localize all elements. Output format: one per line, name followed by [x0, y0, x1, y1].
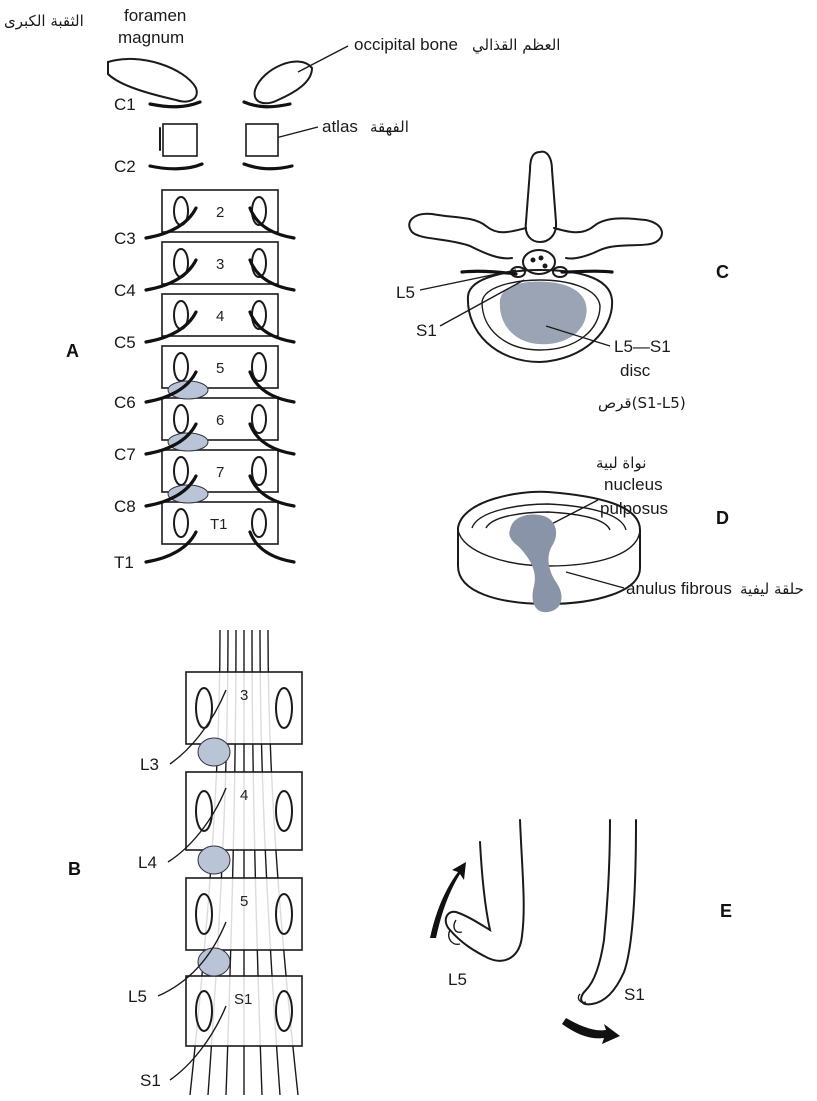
vertebra-number: 7 [216, 464, 224, 481]
nucleus-label-ar: نواة لبية [596, 454, 646, 472]
foramen-magnum-label-line2: magnum [118, 28, 184, 47]
vertebra-body [186, 672, 302, 744]
l5-root-right [562, 271, 612, 272]
vertebra-body [186, 772, 302, 850]
vertebra-number: 5 [216, 360, 224, 377]
occipital-bone-label: occipital bone [354, 35, 458, 54]
canal-root [531, 258, 536, 263]
lumbar-vertebra: S1 [186, 976, 302, 1046]
occipital-condyle-right [255, 62, 312, 104]
panel-b-letter: B [68, 859, 81, 879]
vertebra-number: 3 [240, 687, 248, 704]
vertebra-number: 2 [216, 204, 224, 221]
c2-nerve-right [244, 164, 292, 169]
nerve-label: T1 [114, 553, 134, 572]
c1-nerve-left [150, 102, 200, 107]
panel-d: D نواة لبية nucleus pulposus anulus fibr… [458, 454, 804, 612]
right-foot-outline [581, 820, 636, 1004]
disc-label-ar: قرص(S1-L5) [598, 394, 686, 412]
cervical-vertebra: T1 [162, 502, 278, 544]
herniated-disc [198, 738, 230, 766]
canal-root [539, 256, 544, 261]
herniated-disc [198, 846, 230, 874]
nerve-label: L5 [128, 987, 147, 1006]
nerve-label: C7 [114, 445, 136, 464]
nerve-label: L3 [140, 755, 159, 774]
atlas-label-ar: الفهقة [370, 118, 409, 136]
lumbar-vertebra: 3 [186, 672, 302, 744]
foramen-magnum-label-ar: الثقبة الكبرى [4, 12, 84, 30]
panel-e: E L5 S1 [430, 820, 732, 1044]
occipital-leader-line [298, 46, 348, 72]
transverse-process-right [554, 218, 662, 258]
vertebra-body [186, 878, 302, 950]
vertebra-number: S1 [234, 991, 252, 1008]
cervical-stack: 2 3 4 5 6 7T1 [146, 190, 294, 562]
panel-c-letter: C [716, 262, 729, 282]
foramen-magnum-label-line1: foramen [124, 6, 186, 25]
canal-root [543, 264, 548, 269]
vertebra-body [186, 976, 302, 1046]
l5-label-c: L5 [396, 283, 415, 302]
nerve-label: C5 [114, 333, 136, 352]
atlas-block-right [246, 124, 278, 156]
panel-c: C L5 S1 L5—S1 disc قرص(S1-L5) [396, 152, 729, 412]
panel-a: A الثقبة الكبرى foramen magnum occipital… [4, 6, 560, 572]
nerve-label: C2 [114, 157, 136, 176]
atlas-label: atlas [322, 117, 358, 136]
nerve-label: C8 [114, 497, 136, 516]
vertebra-number: 4 [216, 308, 224, 325]
disc-label-line1: L5—S1 [614, 337, 671, 356]
nerve-label: C4 [114, 281, 136, 300]
lumbar-vertebra: 4 [186, 772, 302, 850]
atlas-block-left [163, 124, 197, 156]
nerve-label: C6 [114, 393, 136, 412]
plantarflexion-arrow [562, 1018, 620, 1044]
occipital-bone-label-ar: العظم القذالي [472, 36, 560, 55]
disc-label-line2: disc [620, 361, 651, 380]
nucleus-label-line1: nucleus [604, 475, 663, 494]
nerve-label: S1 [140, 1071, 161, 1090]
vertebra-number: 5 [240, 893, 248, 910]
vertebra-number: 3 [216, 256, 224, 273]
panel-a-letter: A [66, 341, 79, 361]
nerve-label: L4 [138, 853, 157, 872]
lumbar-vertebra: 5 [186, 878, 302, 950]
s1-label-c: S1 [416, 321, 437, 340]
left-foot-outline [446, 820, 524, 961]
vertebra-number: 6 [216, 412, 224, 429]
anulus-label-ar: حلقة ليفية [740, 580, 804, 598]
transverse-process-left [409, 214, 526, 259]
left-foot-label: L5 [448, 970, 467, 989]
right-foot-label: S1 [624, 985, 645, 1004]
anulus-label: anulus fibrous [626, 579, 732, 598]
vertebra-number: 4 [240, 787, 248, 804]
c2-nerve-left [150, 164, 202, 169]
anulus-leader-line [566, 572, 624, 588]
panel-d-letter: D [716, 508, 729, 528]
spinous-process [526, 152, 556, 242]
vertebra-number: T1 [210, 516, 228, 533]
nerve-label: C1 [114, 95, 136, 114]
nerve-label: C3 [114, 229, 136, 248]
panel-e-letter: E [720, 901, 732, 921]
